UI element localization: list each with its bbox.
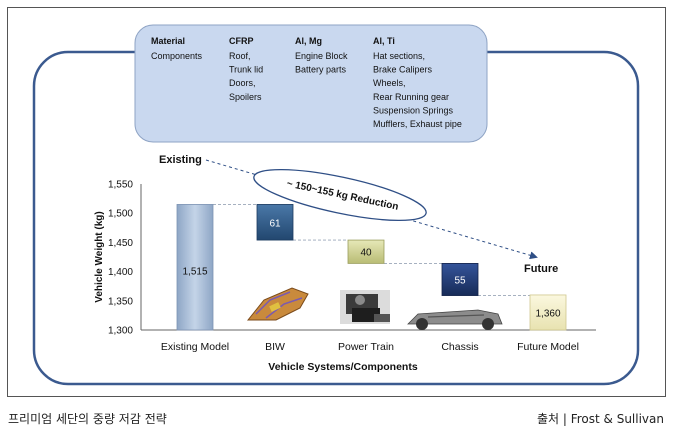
x-tick-labels: Existing Model BIW Power Train Chassis Futur…	[161, 341, 579, 353]
y-axis: 1,300 1,350 1,400 1,450 1,500 1,550 Vehicle W…	[94, 180, 142, 337]
materials-item: Roof,	[229, 51, 251, 61]
y-tick-labels: 1,300 1,350 1,400 1,450 1,500 1,550	[108, 180, 133, 337]
materials-item: Spoilers	[229, 92, 262, 102]
waterfall-bar	[256, 204, 294, 241]
chassis-illustration	[407, 309, 503, 330]
materials-heading: CFRP	[229, 36, 254, 46]
reduction-ellipse	[253, 168, 427, 222]
bar-value-label: 40	[360, 248, 372, 259]
bar-value-label: 61	[269, 218, 281, 229]
y-tick-label: 1,550	[108, 180, 133, 191]
x-tick-label: Chassis	[441, 341, 478, 353]
waterfall-bar	[176, 204, 214, 331]
materials-heading: Al, Ti	[373, 36, 395, 46]
materials-heading: Material	[151, 36, 185, 46]
y-tick-label: 1,450	[108, 238, 133, 249]
materials-callout-box	[134, 24, 488, 143]
source-credit: 출처 | Frost & Sullivan	[536, 412, 664, 426]
y-tick-label: 1,500	[108, 209, 133, 220]
materials-heading: Al, Mg	[295, 36, 322, 46]
existing-annotation: Existing	[159, 154, 202, 166]
biw-body-illustration	[246, 287, 309, 321]
bar-value-label: 1,360	[535, 308, 560, 319]
materials-item: Trunk lid	[229, 65, 263, 75]
materials-item: Doors,	[229, 78, 256, 88]
y-tick-label: 1,350	[108, 296, 133, 307]
materials-item: Suspension Springs	[373, 105, 454, 115]
x-tick-label: BIW	[265, 341, 285, 353]
x-tick-label: Existing Model	[161, 341, 229, 353]
y-tick-label: 1,400	[108, 267, 133, 278]
y-axis-label: Vehicle Weight (kg)	[94, 211, 105, 303]
materials-item: Battery parts	[295, 65, 347, 75]
materials-item: Brake Calipers	[373, 65, 433, 75]
figure-caption: 프리미엄 세단의 중량 저감 전략	[8, 412, 167, 426]
x-tick-label: Future Model	[517, 341, 579, 353]
x-axis-label: Vehicle Systems/Components	[268, 361, 418, 373]
materials-item: Components	[151, 51, 203, 61]
materials-item: Engine Block	[295, 51, 348, 61]
waterfall-bar	[441, 263, 479, 296]
materials-item: Hat sections,	[373, 51, 425, 61]
x-tick-label: Power Train	[338, 341, 394, 353]
y-tick-label: 1,300	[108, 326, 133, 337]
bar-value-label: 1,515	[182, 267, 207, 278]
materials-item: Rear Running gear	[373, 92, 449, 102]
waterfall-bar	[347, 239, 385, 264]
waterfall-bars	[176, 204, 567, 331]
materials-item: Wheels,	[373, 78, 406, 88]
future-annotation: Future	[524, 263, 558, 275]
waterfall-connectors	[213, 204, 530, 296]
engine-illustration	[340, 290, 390, 324]
bar-value-label: 55	[454, 275, 466, 286]
waterfall-bar	[529, 294, 567, 331]
bar-value-labels: 1,515 61 40 55 1,360	[182, 218, 560, 319]
materials-item: Mufflers, Exhaust pipe	[373, 119, 462, 129]
